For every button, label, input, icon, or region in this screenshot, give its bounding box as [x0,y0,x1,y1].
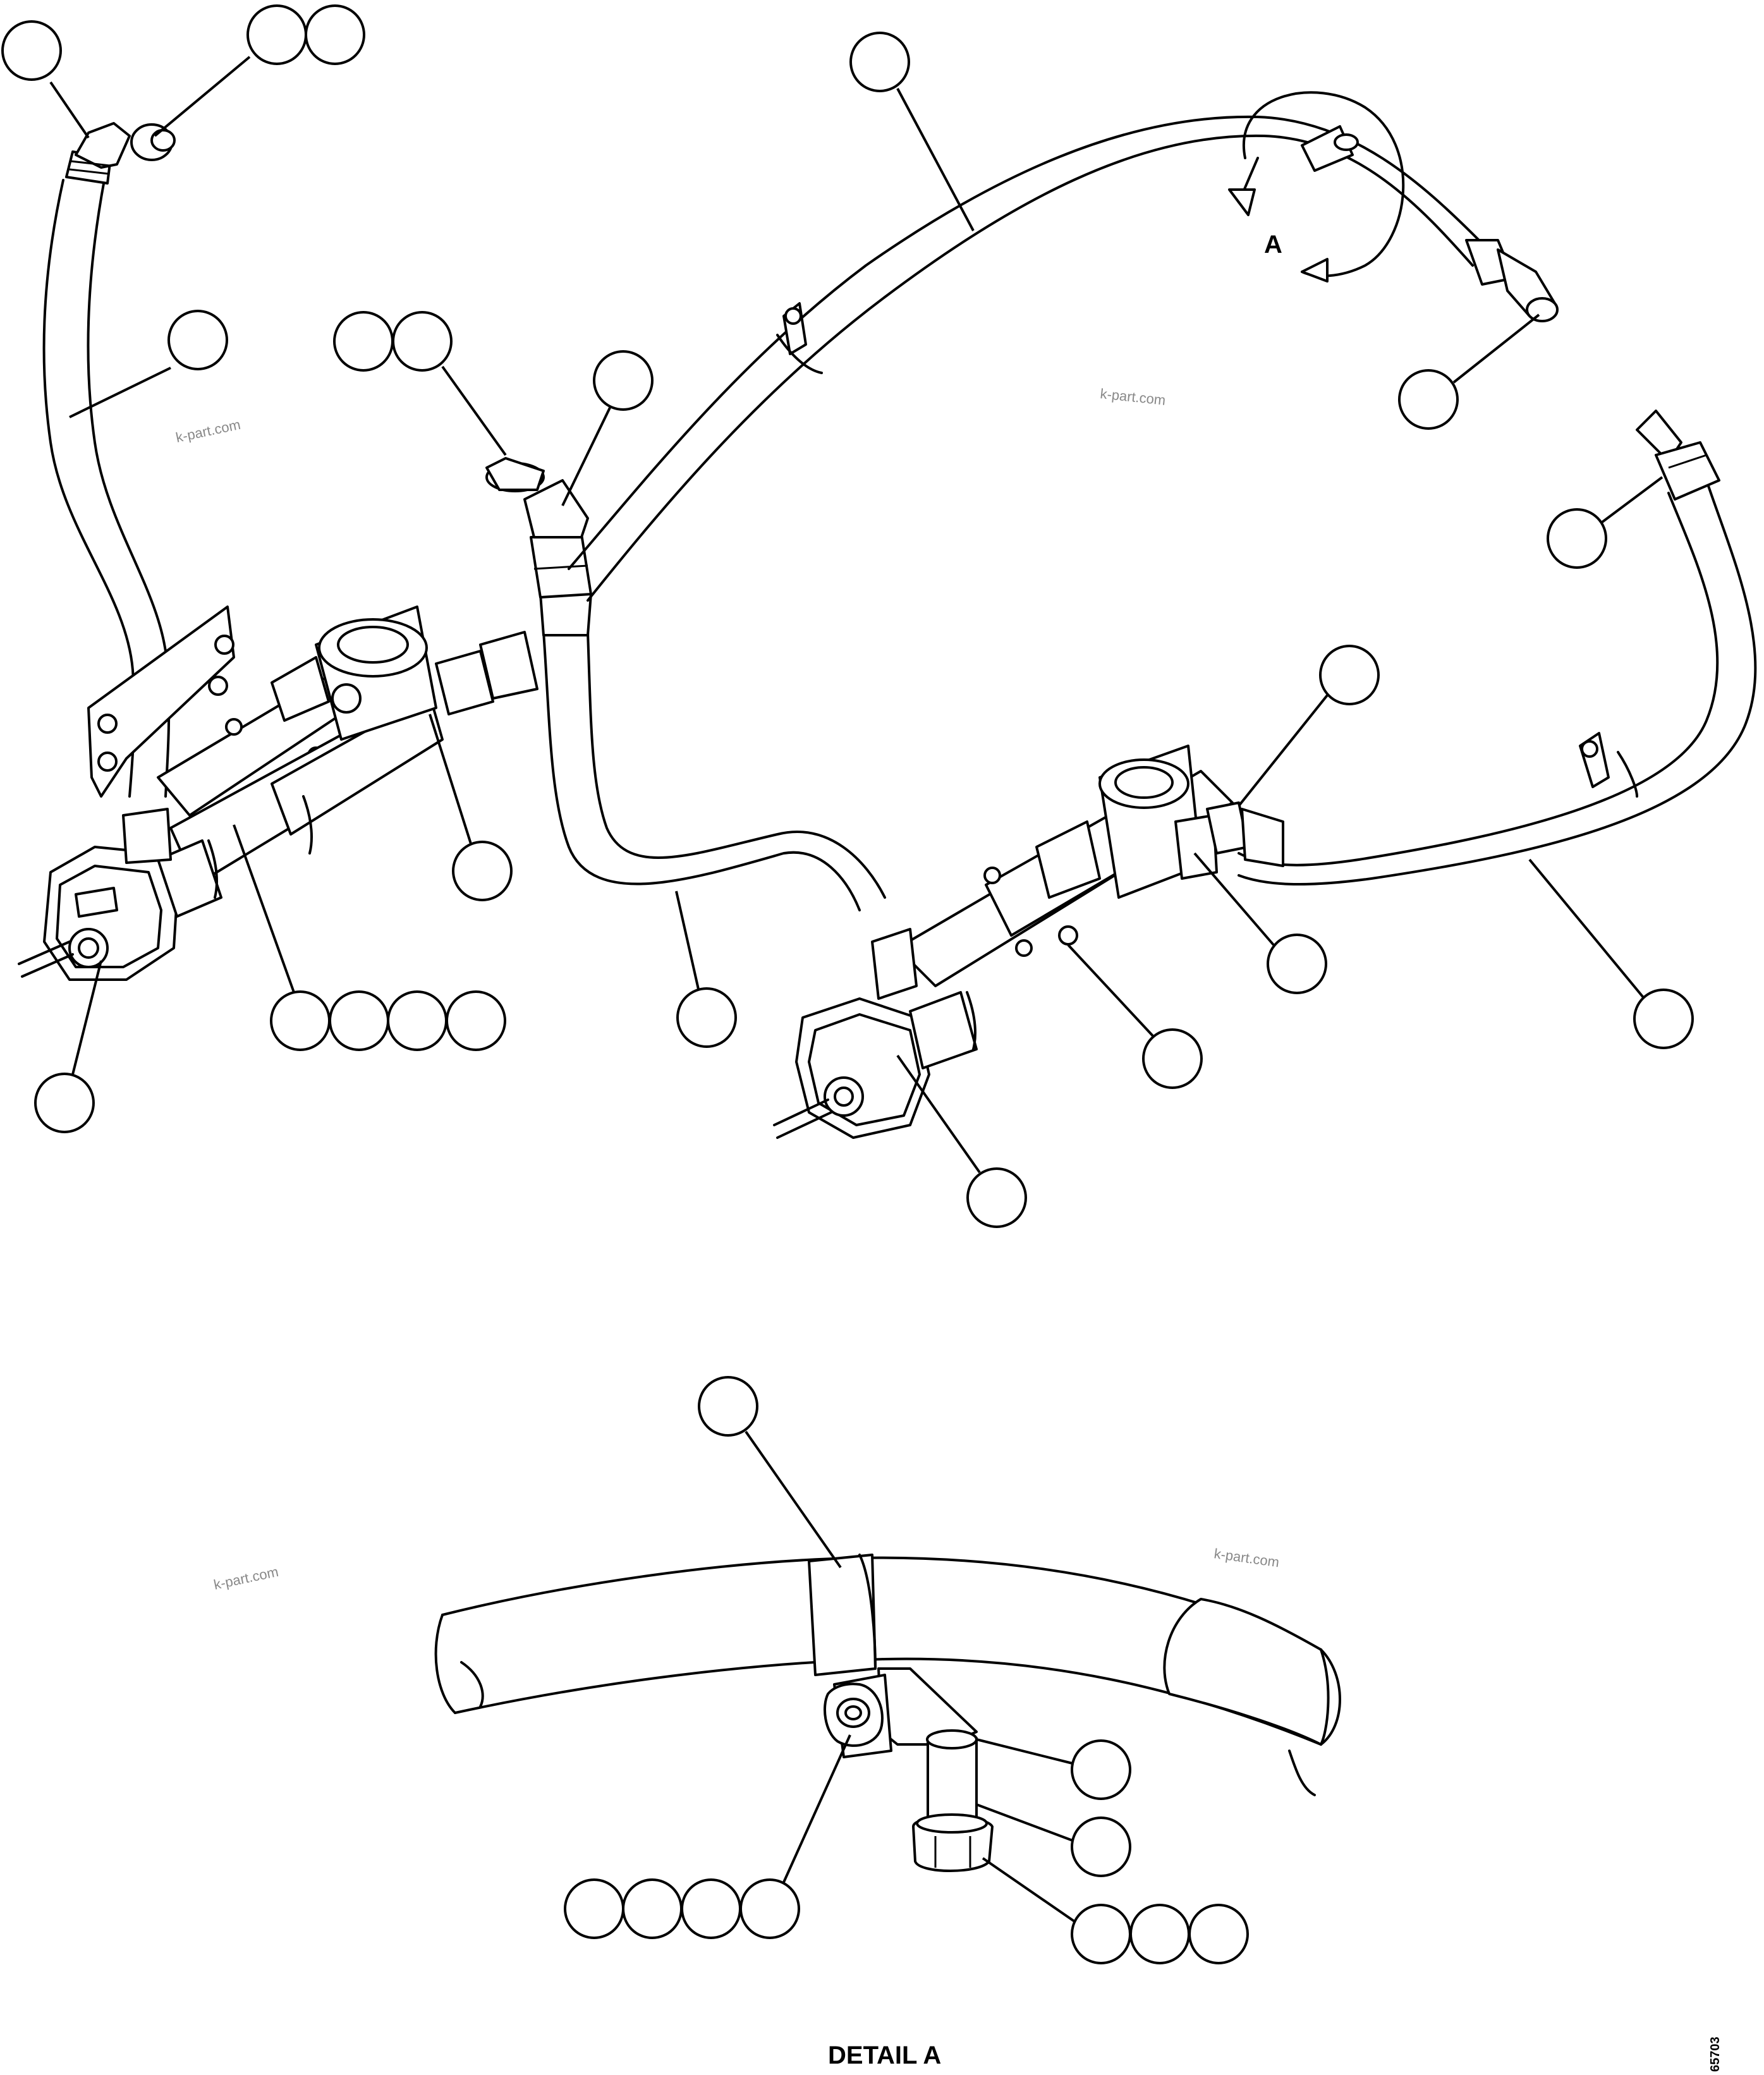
fitting-top-right [1465,239,1559,322]
hose-center [542,631,886,911]
watermark-left: k-part.com [174,417,242,446]
callout-right-fitting-lower [1193,852,1327,994]
detail-a-callout-circle: A [1228,91,1405,283]
callout-right-pump [896,1054,1027,1228]
callout-hose-top [849,32,975,231]
fitting-right-top [1636,410,1720,501]
callout-right-fitting-upper [1238,645,1380,807]
callout-detail-nut-group [982,1857,1249,1964]
callout-hose-left [69,310,228,418]
detail-a-hose [434,1554,1341,1872]
detail-marker-a: A [1264,231,1282,259]
callout-detail-washer-group [564,1734,851,1939]
center-swivel-fitting [485,457,592,636]
detail-title: DETAIL A [828,2042,941,2069]
hose-top-long [568,115,1480,602]
watermark-detail-left: k-part.com [212,1564,280,1593]
callout-hose-right [1528,858,1694,1049]
left-pump-assembly [18,605,538,981]
callout-left-fitting-right [429,714,513,901]
callout-fitting-right-top [1547,476,1664,569]
hose-right [1238,479,1757,886]
callout-group-top-left [1,4,365,139]
callout-fitting-top-right [1398,313,1540,430]
hose-clamp-right [1579,732,1638,798]
callout-detail-stud [976,1803,1131,1877]
hose-clamp-top [776,302,823,374]
callout-right-cylinder [1067,944,1203,1089]
callout-swivel-pair [333,311,507,456]
callout-detail-bracket [976,1738,1131,1800]
right-pump-assembly [773,745,1284,1139]
callout-hose-center [675,891,737,1048]
callout-swivel-elbow [561,350,654,506]
callout-left-pump [34,960,102,1133]
drawing-number: 65703 [1708,2036,1722,2072]
elbow-fitting-top-left [65,122,176,185]
watermark-top-right: k-part.com [1099,386,1166,408]
watermark-detail-right: k-part.com [1213,1545,1280,1570]
callout-detail-clamp [698,1376,842,1569]
callout-left-clamp-group [233,824,506,1051]
